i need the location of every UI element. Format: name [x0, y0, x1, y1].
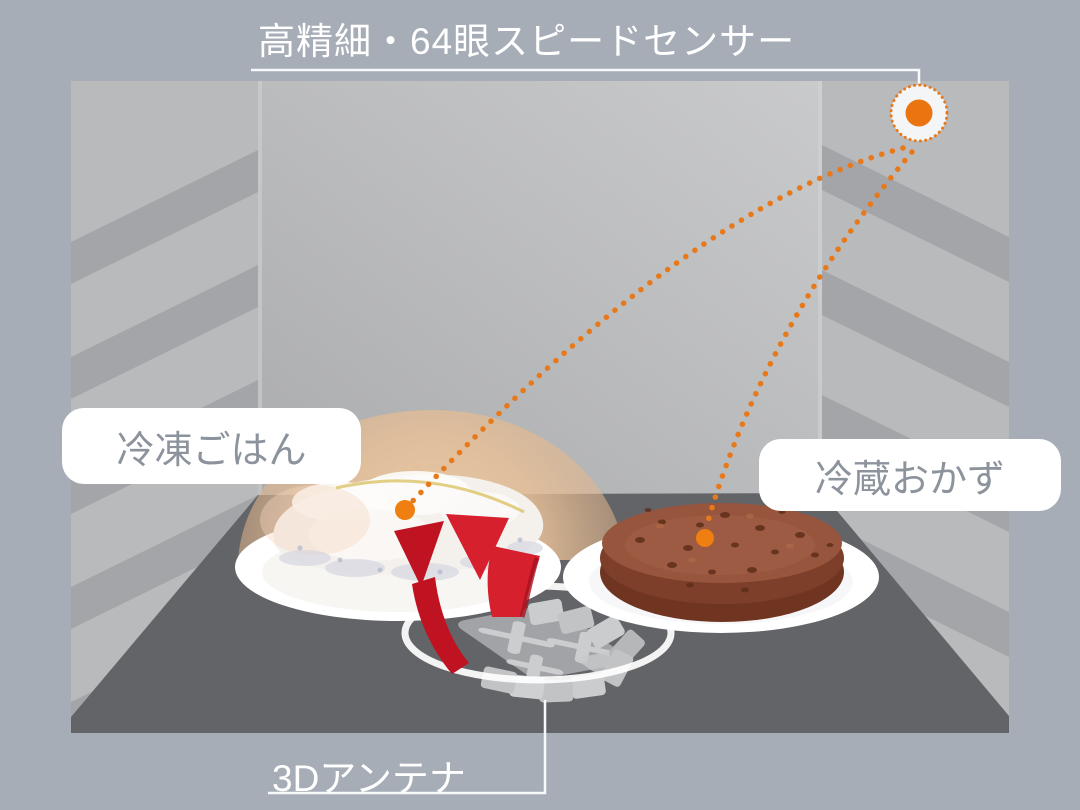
callout-chilled-dish: 冷蔵おかず: [759, 439, 1061, 511]
page-title: 高精細・64眼スピードセンサー: [258, 21, 796, 62]
callout-frozen-rice-label: 冷凍ごはん: [116, 429, 307, 472]
sensor-eye-icon: [889, 83, 949, 143]
sensor-beam-to-rice: [407, 145, 906, 507]
hamburger: [600, 503, 844, 622]
heat-arrows-icon: [394, 514, 540, 674]
callout-chilled-dish-label: 冷蔵おかず: [814, 458, 1005, 501]
callout-antenna: 3Dアンテナ: [272, 758, 466, 799]
antenna-connector-line: [268, 700, 547, 795]
hamburger-specks: [635, 508, 834, 593]
dish-plate: [563, 503, 879, 633]
back-wall-right-edge: [818, 81, 822, 495]
sensor-beams: [407, 145, 915, 531]
sensor-beam-to-dish: [703, 149, 915, 531]
target-dot-rice-icon: [395, 500, 415, 520]
target-dot-dish-icon: [696, 529, 714, 547]
antenna-plate: [458, 605, 628, 680]
callout-frozen-rice: 冷凍ごはん: [62, 408, 361, 484]
antenna-3d: [401, 582, 675, 703]
back-wall-left-edge: [258, 81, 262, 495]
antenna-cross-marks: [478, 621, 621, 680]
title-connector-line: [251, 68, 921, 84]
